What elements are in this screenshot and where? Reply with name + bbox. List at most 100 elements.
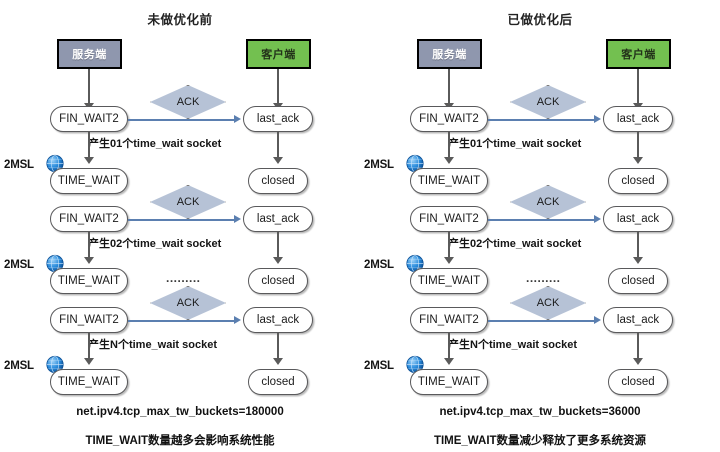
conclusion-label: TIME_WAIT数量减少释放了更多系统资源 (433, 435, 647, 447)
server-endpoint-box: 服务端 (417, 39, 482, 69)
state-node-fin-wait2: FIN_WAIT2 (410, 106, 488, 132)
msl-timer-label: 2MSL (4, 259, 34, 271)
state-node-closed: closed (608, 369, 668, 395)
lastack-to-closed-line (277, 232, 279, 260)
socket-annotation: 产生01个time_wait socket (448, 138, 582, 150)
lastack-to-closed-arrow (273, 157, 283, 164)
state-node-time-wait: TIME_WAIT (50, 168, 128, 194)
client-endpoint-box: 客户端 (246, 39, 311, 69)
ellipsis-indicator: ......... (526, 271, 561, 285)
ack-label: ACK (536, 96, 560, 108)
msl-timer-label: 2MSL (364, 259, 394, 271)
state-node-time-wait: TIME_WAIT (410, 168, 488, 194)
client-endpoint-box: 客户端 (606, 39, 671, 69)
state-node-fin-wait2: FIN_WAIT2 (50, 206, 128, 232)
state-node-last-ack: last_ack (603, 307, 673, 333)
socket-annotation: 产生N个time_wait socket (448, 339, 577, 351)
state-node-time-wait: TIME_WAIT (50, 369, 128, 395)
msl-timer-label: 2MSL (4, 360, 34, 372)
socket-annotation: 产生02个time_wait socket (88, 238, 222, 250)
socket-annotation: 产生02个time_wait socket (448, 238, 582, 250)
server-stem-line (88, 69, 90, 107)
state-node-closed: closed (248, 268, 308, 294)
ack-connector-arrow (234, 215, 241, 223)
ack-connector-line (128, 119, 236, 121)
state-node-time-wait: TIME_WAIT (410, 268, 488, 294)
sysctl-setting-label: net.ipv4.tcp_max_tw_buckets=180000 (76, 406, 284, 418)
ack-message-diamond: ACK (150, 185, 226, 219)
lastack-to-closed-arrow (633, 157, 643, 164)
state-node-closed: closed (608, 168, 668, 194)
state-node-last-ack: last_ack (243, 307, 313, 333)
ack-label: ACK (176, 96, 200, 108)
fin-to-timewait-line (88, 333, 90, 361)
state-node-closed: closed (248, 168, 308, 194)
fin-to-timewait-line (448, 132, 450, 160)
state-node-fin-wait2: FIN_WAIT2 (50, 307, 128, 333)
server-stem-line (448, 69, 450, 107)
ack-connector-arrow (234, 316, 241, 324)
state-node-last-ack: last_ack (603, 106, 673, 132)
client-stem-line (277, 69, 279, 107)
panel-after-optimization: 已做优化后 服务端 客户端 FIN_WAIT2 last_ack ACK 产生0… (360, 0, 720, 452)
msl-timer-label: 2MSL (4, 159, 34, 171)
fin-to-timewait-line (88, 232, 90, 260)
ack-label: ACK (176, 196, 200, 208)
sysctl-setting-label: net.ipv4.tcp_max_tw_buckets=36000 (439, 406, 641, 418)
fin-to-timewait-arrow (84, 257, 94, 264)
ack-connector-line (128, 219, 236, 221)
fin-to-timewait-arrow (444, 157, 454, 164)
state-node-last-ack: last_ack (243, 206, 313, 232)
msl-timer-label: 2MSL (364, 360, 394, 372)
state-node-fin-wait2: FIN_WAIT2 (50, 106, 128, 132)
server-endpoint-box: 服务端 (57, 39, 122, 69)
ack-message-diamond: ACK (150, 286, 226, 320)
panel-title: 未做优化前 (147, 13, 213, 27)
ack-connector-arrow (234, 115, 241, 123)
lastack-to-closed-arrow (273, 358, 283, 365)
ack-connector-arrow (594, 115, 601, 123)
conclusion-label: TIME_WAIT数量越多会影响系统性能 (85, 435, 275, 447)
lastack-to-closed-line (637, 132, 639, 160)
ack-label: ACK (176, 297, 200, 309)
lastack-to-closed-line (637, 333, 639, 361)
fin-to-timewait-line (448, 232, 450, 260)
state-node-time-wait: TIME_WAIT (50, 268, 128, 294)
lastack-to-closed-line (637, 232, 639, 260)
ack-message-diamond: ACK (510, 185, 586, 219)
ack-label: ACK (536, 196, 560, 208)
ack-connector-line (488, 119, 596, 121)
state-node-last-ack: last_ack (603, 206, 673, 232)
socket-annotation: 产生N个time_wait socket (88, 339, 217, 351)
lastack-to-closed-arrow (633, 257, 643, 264)
fin-to-timewait-arrow (84, 157, 94, 164)
ack-connector-line (488, 320, 596, 322)
msl-timer-label: 2MSL (364, 159, 394, 171)
ack-connector-line (128, 320, 236, 322)
lastack-to-closed-line (277, 333, 279, 361)
ellipsis-indicator: ......... (166, 271, 201, 285)
state-node-closed: closed (608, 268, 668, 294)
socket-annotation: 产生01个time_wait socket (88, 138, 222, 150)
ack-message-diamond: ACK (510, 85, 586, 119)
fin-to-timewait-arrow (84, 358, 94, 365)
state-node-last-ack: last_ack (243, 106, 313, 132)
fin-to-timewait-line (448, 333, 450, 361)
client-stem-line (637, 69, 639, 107)
ack-message-diamond: ACK (510, 286, 586, 320)
state-node-time-wait: TIME_WAIT (410, 369, 488, 395)
ack-message-diamond: ACK (150, 85, 226, 119)
ack-connector-arrow (594, 215, 601, 223)
lastack-to-closed-arrow (273, 257, 283, 264)
ack-connector-line (488, 219, 596, 221)
lastack-to-closed-line (277, 132, 279, 160)
fin-to-timewait-line (88, 132, 90, 160)
state-node-closed: closed (248, 369, 308, 395)
ack-label: ACK (536, 297, 560, 309)
state-node-fin-wait2: FIN_WAIT2 (410, 307, 488, 333)
state-node-fin-wait2: FIN_WAIT2 (410, 206, 488, 232)
lastack-to-closed-arrow (633, 358, 643, 365)
ack-connector-arrow (594, 316, 601, 324)
fin-to-timewait-arrow (444, 358, 454, 365)
